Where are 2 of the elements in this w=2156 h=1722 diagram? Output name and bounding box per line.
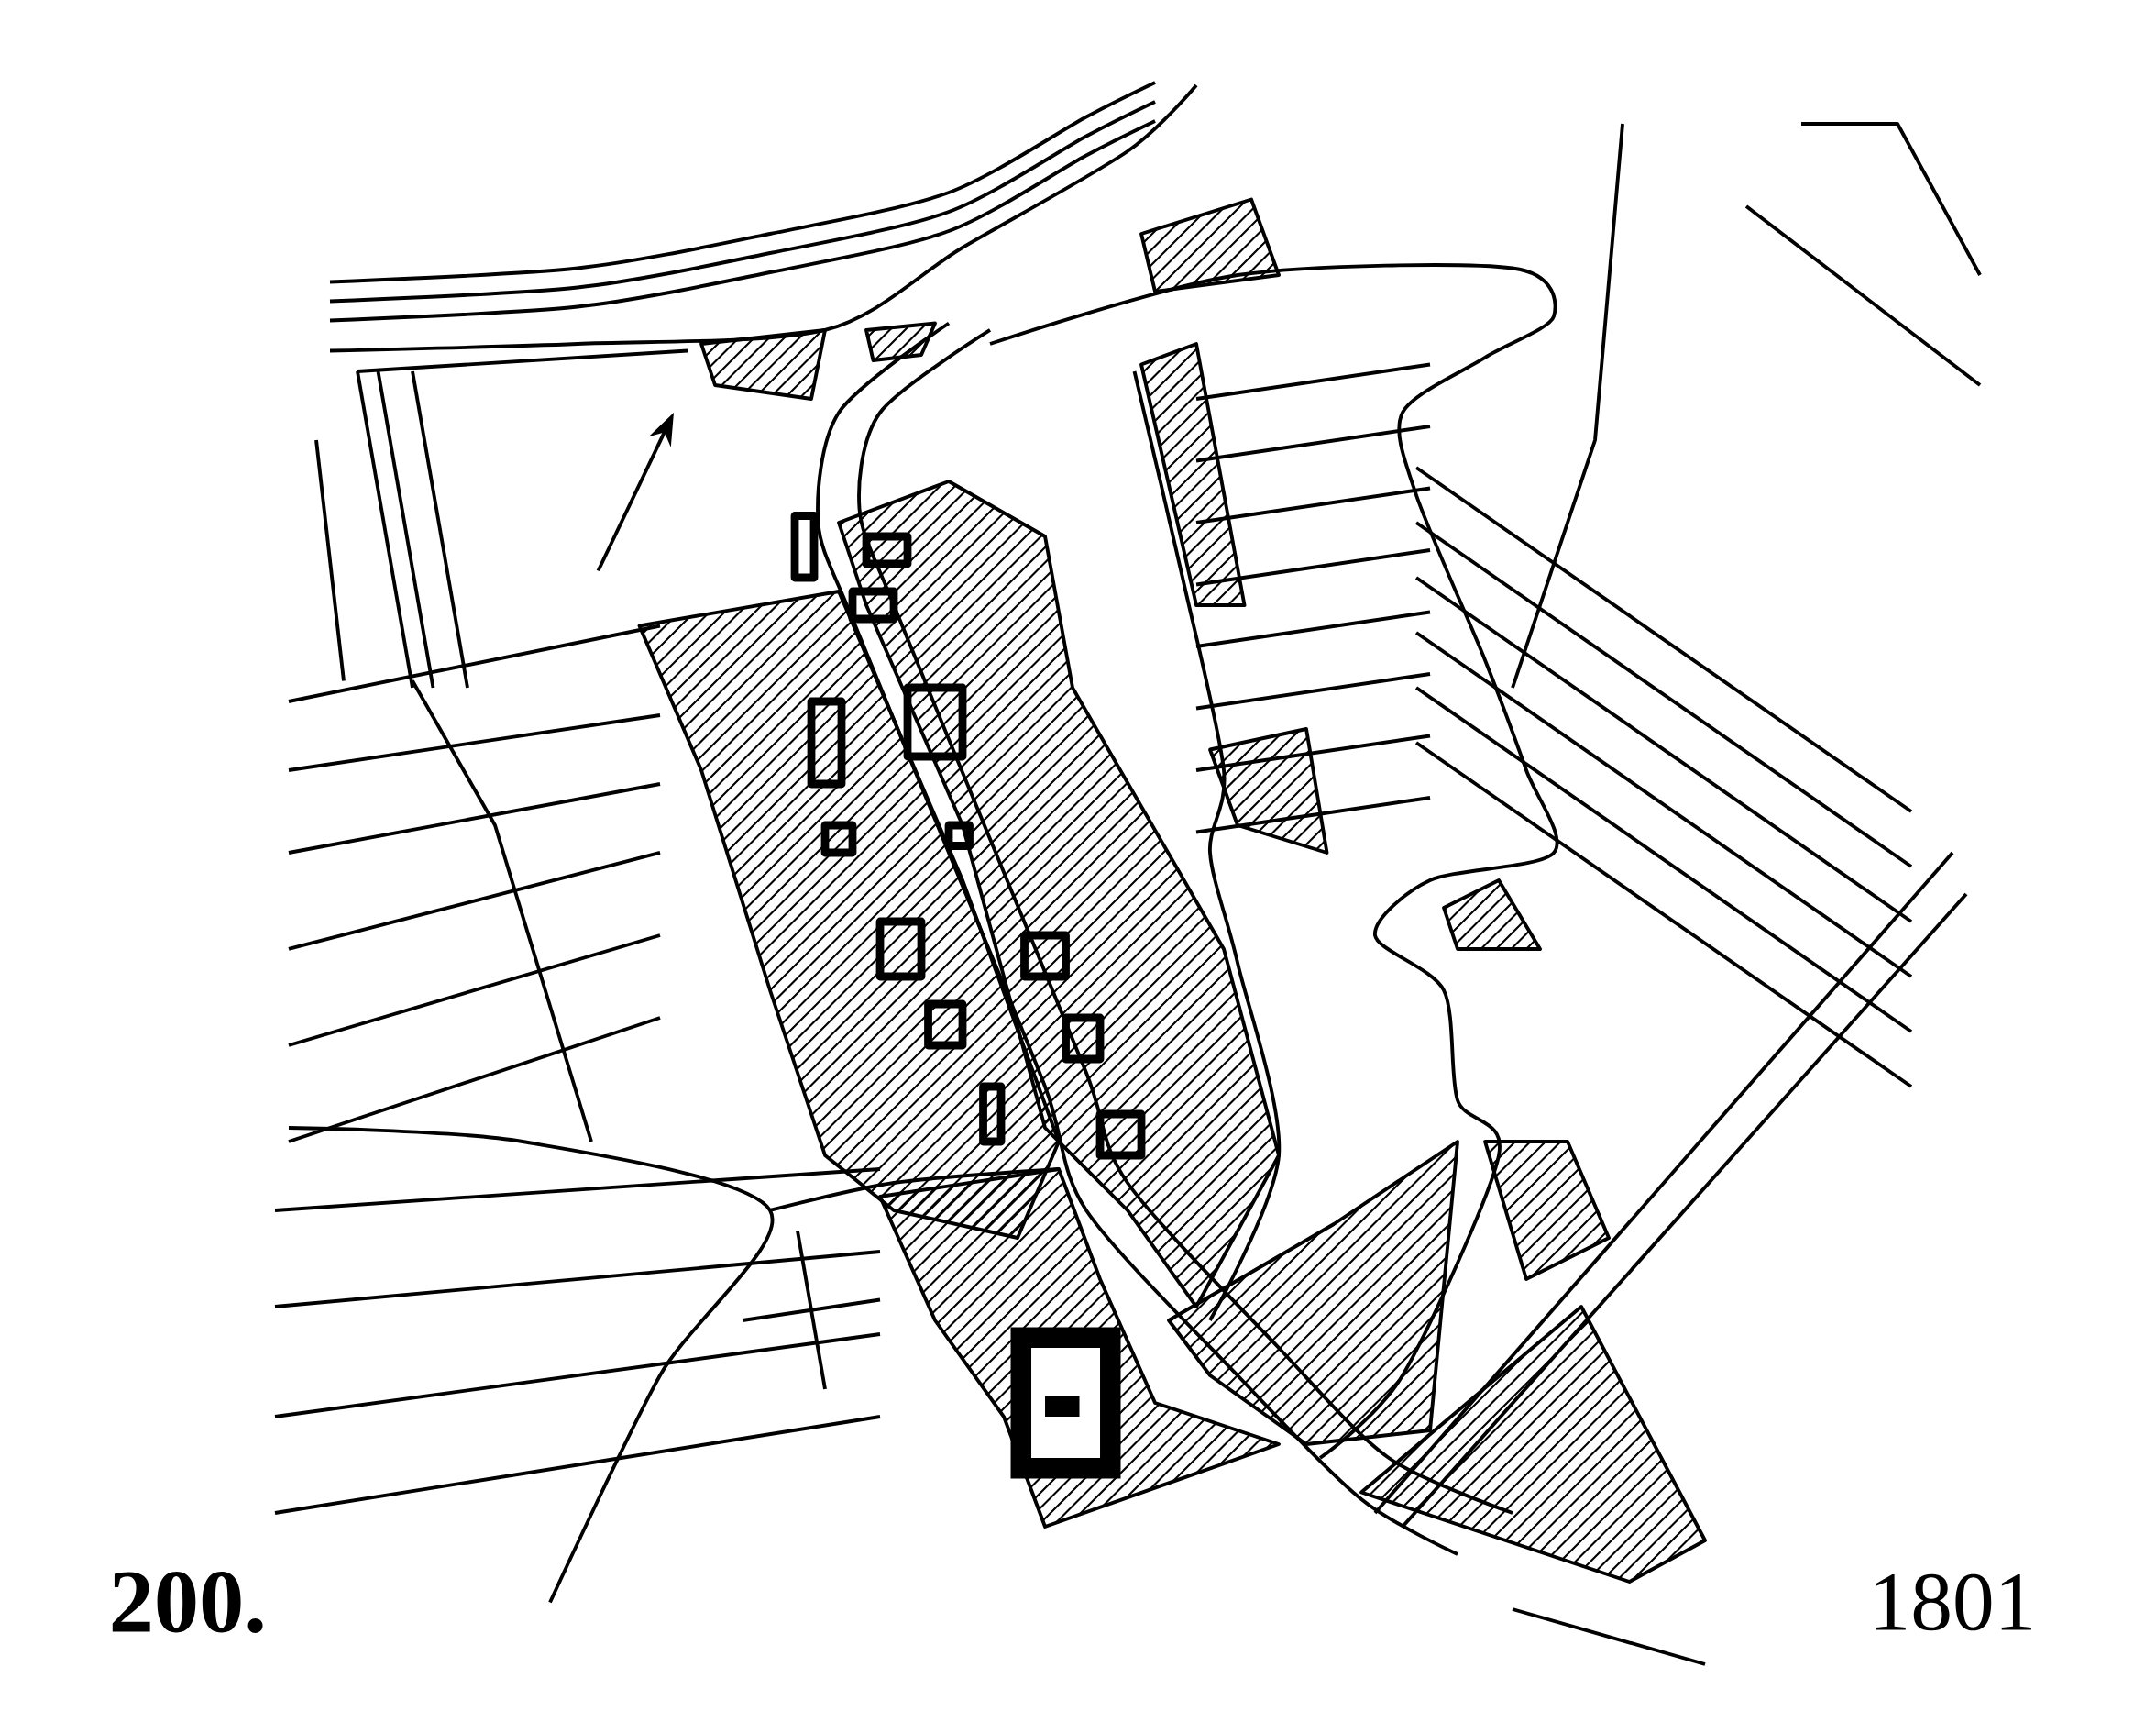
year-label: 1801 [1876, 1573, 2031, 1631]
figure-number: 200. [112, 1572, 263, 1633]
